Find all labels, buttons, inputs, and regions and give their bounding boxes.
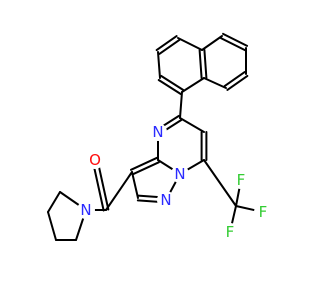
pyrimidine-nitrogen-atom: N — [149, 123, 167, 141]
bond-line — [158, 38, 181, 55]
pyrazole-nitrogen-label: N — [160, 191, 171, 209]
bond-line — [131, 171, 139, 199]
atom-label-background — [171, 165, 189, 183]
bond-line — [177, 37, 203, 51]
atom-label-background — [157, 191, 175, 209]
bond-line — [203, 77, 227, 89]
bond-line — [203, 159, 237, 207]
bond-line — [47, 191, 61, 213]
fluorine-label: F — [259, 203, 268, 221]
bond-line — [219, 37, 246, 52]
bond-line — [157, 79, 182, 96]
bond-line — [179, 117, 205, 133]
pyrimidine-nitrogen-label: N — [152, 123, 163, 141]
atom-label-background — [149, 123, 167, 141]
carbonyl-oxygen-atom: O — [86, 151, 104, 169]
bond-line — [160, 74, 185, 91]
fluorine-atom: F — [221, 223, 239, 241]
bridgehead-nitrogen-label: N — [174, 165, 185, 183]
fluorine-atom: F — [254, 203, 272, 221]
bond-line — [105, 171, 133, 211]
fluorine-label: F — [226, 223, 235, 241]
bond-line — [132, 161, 161, 176]
bond-line — [181, 77, 205, 93]
bond-line — [155, 35, 178, 52]
bond-line — [203, 48, 208, 79]
bond-line — [179, 91, 183, 119]
atom-label-background — [254, 203, 272, 221]
atom-label-background — [232, 171, 250, 189]
pyrrolidine-nitrogen-label: N — [80, 201, 91, 219]
bond-line — [226, 74, 249, 91]
bridgehead-nitrogen-atom: N — [171, 165, 189, 183]
pyrazole-nitrogen-atom: N — [157, 191, 175, 209]
fluorine-label: F — [237, 171, 246, 189]
carbonyl-oxygen-label: O — [89, 151, 101, 169]
bond-line — [223, 71, 246, 88]
bond-line — [201, 35, 223, 51]
bond-line — [129, 156, 158, 171]
fluorine-atom: F — [232, 171, 250, 189]
atom-label-background — [86, 151, 104, 169]
atom-label-background — [77, 201, 95, 219]
bond-line — [47, 211, 57, 241]
atom-label-background — [221, 223, 239, 241]
bond-line — [222, 32, 249, 47]
pyrrolidine-nitrogen-atom: N — [77, 201, 95, 219]
bond-line — [157, 51, 161, 79]
bond-line — [198, 49, 203, 80]
